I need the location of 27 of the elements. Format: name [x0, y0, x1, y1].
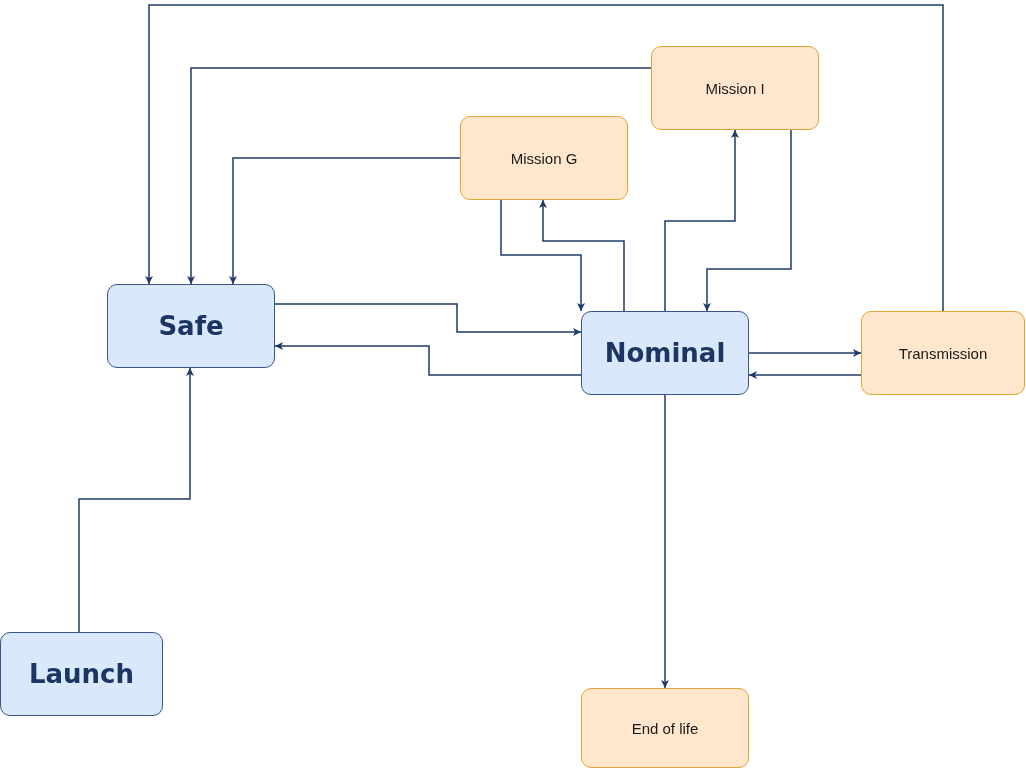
arrow	[78, 367, 194, 633]
node-label: End of life	[631, 719, 699, 737]
arrow	[500, 199, 585, 312]
node-label: Safe	[158, 311, 224, 341]
node-label: Transmission	[898, 344, 988, 362]
arrow	[539, 199, 625, 312]
mode-box	[861, 311, 1025, 395]
arrow	[664, 129, 739, 312]
mode-box	[651, 46, 819, 130]
arrow	[274, 342, 582, 376]
arrow	[703, 129, 792, 312]
arrow	[229, 157, 461, 285]
state-box	[581, 311, 749, 395]
mode-box	[460, 116, 628, 200]
node-label: Mission I	[705, 79, 765, 97]
arrow	[748, 371, 862, 379]
state-box	[0, 632, 163, 716]
arrow	[145, 4, 944, 312]
node-label: Launch	[28, 659, 135, 689]
arrow	[274, 303, 582, 336]
arrow	[187, 67, 652, 285]
node-label: Mission G	[510, 149, 578, 167]
node-label: Nominal	[604, 338, 726, 368]
state-box	[107, 284, 275, 368]
arrow	[661, 394, 669, 689]
mode-box	[581, 688, 749, 768]
arrow	[748, 349, 862, 357]
